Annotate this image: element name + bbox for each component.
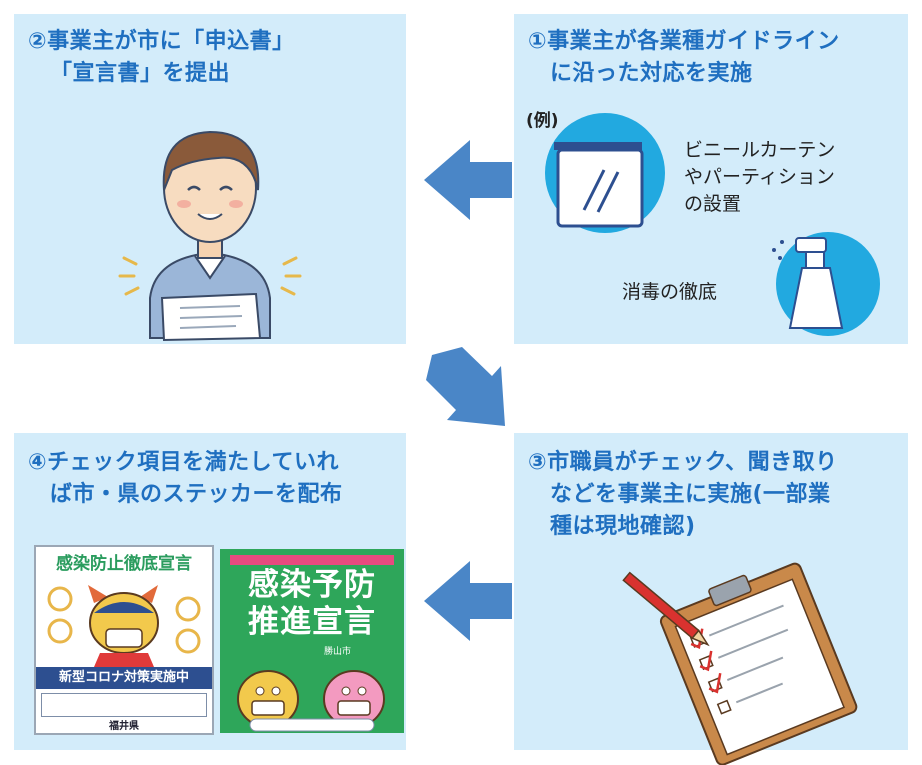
step1-title-line1: ①事業主が各業種ガイドライン — [528, 29, 840, 54]
curtain-line2: やパーティション — [684, 166, 835, 188]
sticker2-title-line1: 感染予防 — [248, 567, 376, 603]
example-label: (例) — [526, 111, 559, 131]
sticker2-title: 感染予防 推進宣言 — [220, 567, 404, 641]
sticker1-banner: 新型コロナ対策実施中 — [36, 667, 212, 689]
sticker-prevention-promotion: 感染予防 推進宣言 勝山市 — [220, 549, 404, 733]
step1-title: ①事業主が各業種ガイドライン に沿った対応を実施 — [528, 26, 840, 90]
step2-title: ②事業主が市に「申込書」 「宣言書」を提出 — [28, 26, 295, 90]
curtain-caption: ビニールカーテン やパーティション の設置 — [684, 137, 835, 218]
step3-title-line3: 種は現地確認) — [550, 514, 696, 539]
step4-title-line1: ④チェック項目を満たしていれ — [28, 450, 339, 475]
step2-title-line1: ②事業主が市に「申込書」 — [28, 29, 295, 54]
vinyl-curtain-icon — [545, 113, 665, 233]
step4-title: ④チェック項目を満たしていれ ば市・県のステッカーを配布 — [28, 447, 343, 511]
curtain-line3: の設置 — [684, 193, 742, 215]
sticker2-mascots — [237, 670, 385, 732]
step4-title-line2: ば市・県のステッカーを配布 — [50, 482, 343, 507]
arrow-step1-to-step2 — [424, 140, 512, 220]
step3-title: ③市職員がチェック、聞き取り などを事業主に実施(一部業 種は現地確認) — [528, 447, 838, 543]
step2-title-line2: 「宣言書」を提出 — [50, 61, 231, 86]
step3-title-line2: などを事業主に実施(一部業 — [550, 482, 831, 507]
sticker-infection-prevention: 感染防止徹底宣言 新型コロナ対策実施中 福井県 — [34, 545, 214, 735]
checklist-clipboard-illustration — [622, 562, 858, 765]
curtain-line1: ビニールカーテン — [684, 139, 836, 161]
step1-title-line2: に沿った対応を実施 — [550, 61, 753, 86]
sticker1-mascot — [47, 585, 201, 667]
sticker2-title-line2: 推進宣言 — [248, 604, 376, 640]
businessman-illustration — [118, 130, 302, 342]
sticker1-footer: 福井県 — [109, 721, 139, 732]
step3-title-line1: ③市職員がチェック、聞き取り — [528, 450, 838, 475]
disinfect-caption: 消毒の徹底 — [622, 281, 718, 303]
sticker2-city: 勝山市 — [324, 647, 352, 657]
arrow-step3-to-step4 — [424, 561, 512, 641]
sticker1-title: 感染防止徹底宣言 — [56, 554, 192, 574]
sticker2-top-band — [230, 555, 394, 565]
arrow-step2-to-step3 — [426, 347, 505, 426]
disinfectant-spray-icon — [772, 232, 880, 336]
sticker1-blank-box — [41, 693, 207, 717]
